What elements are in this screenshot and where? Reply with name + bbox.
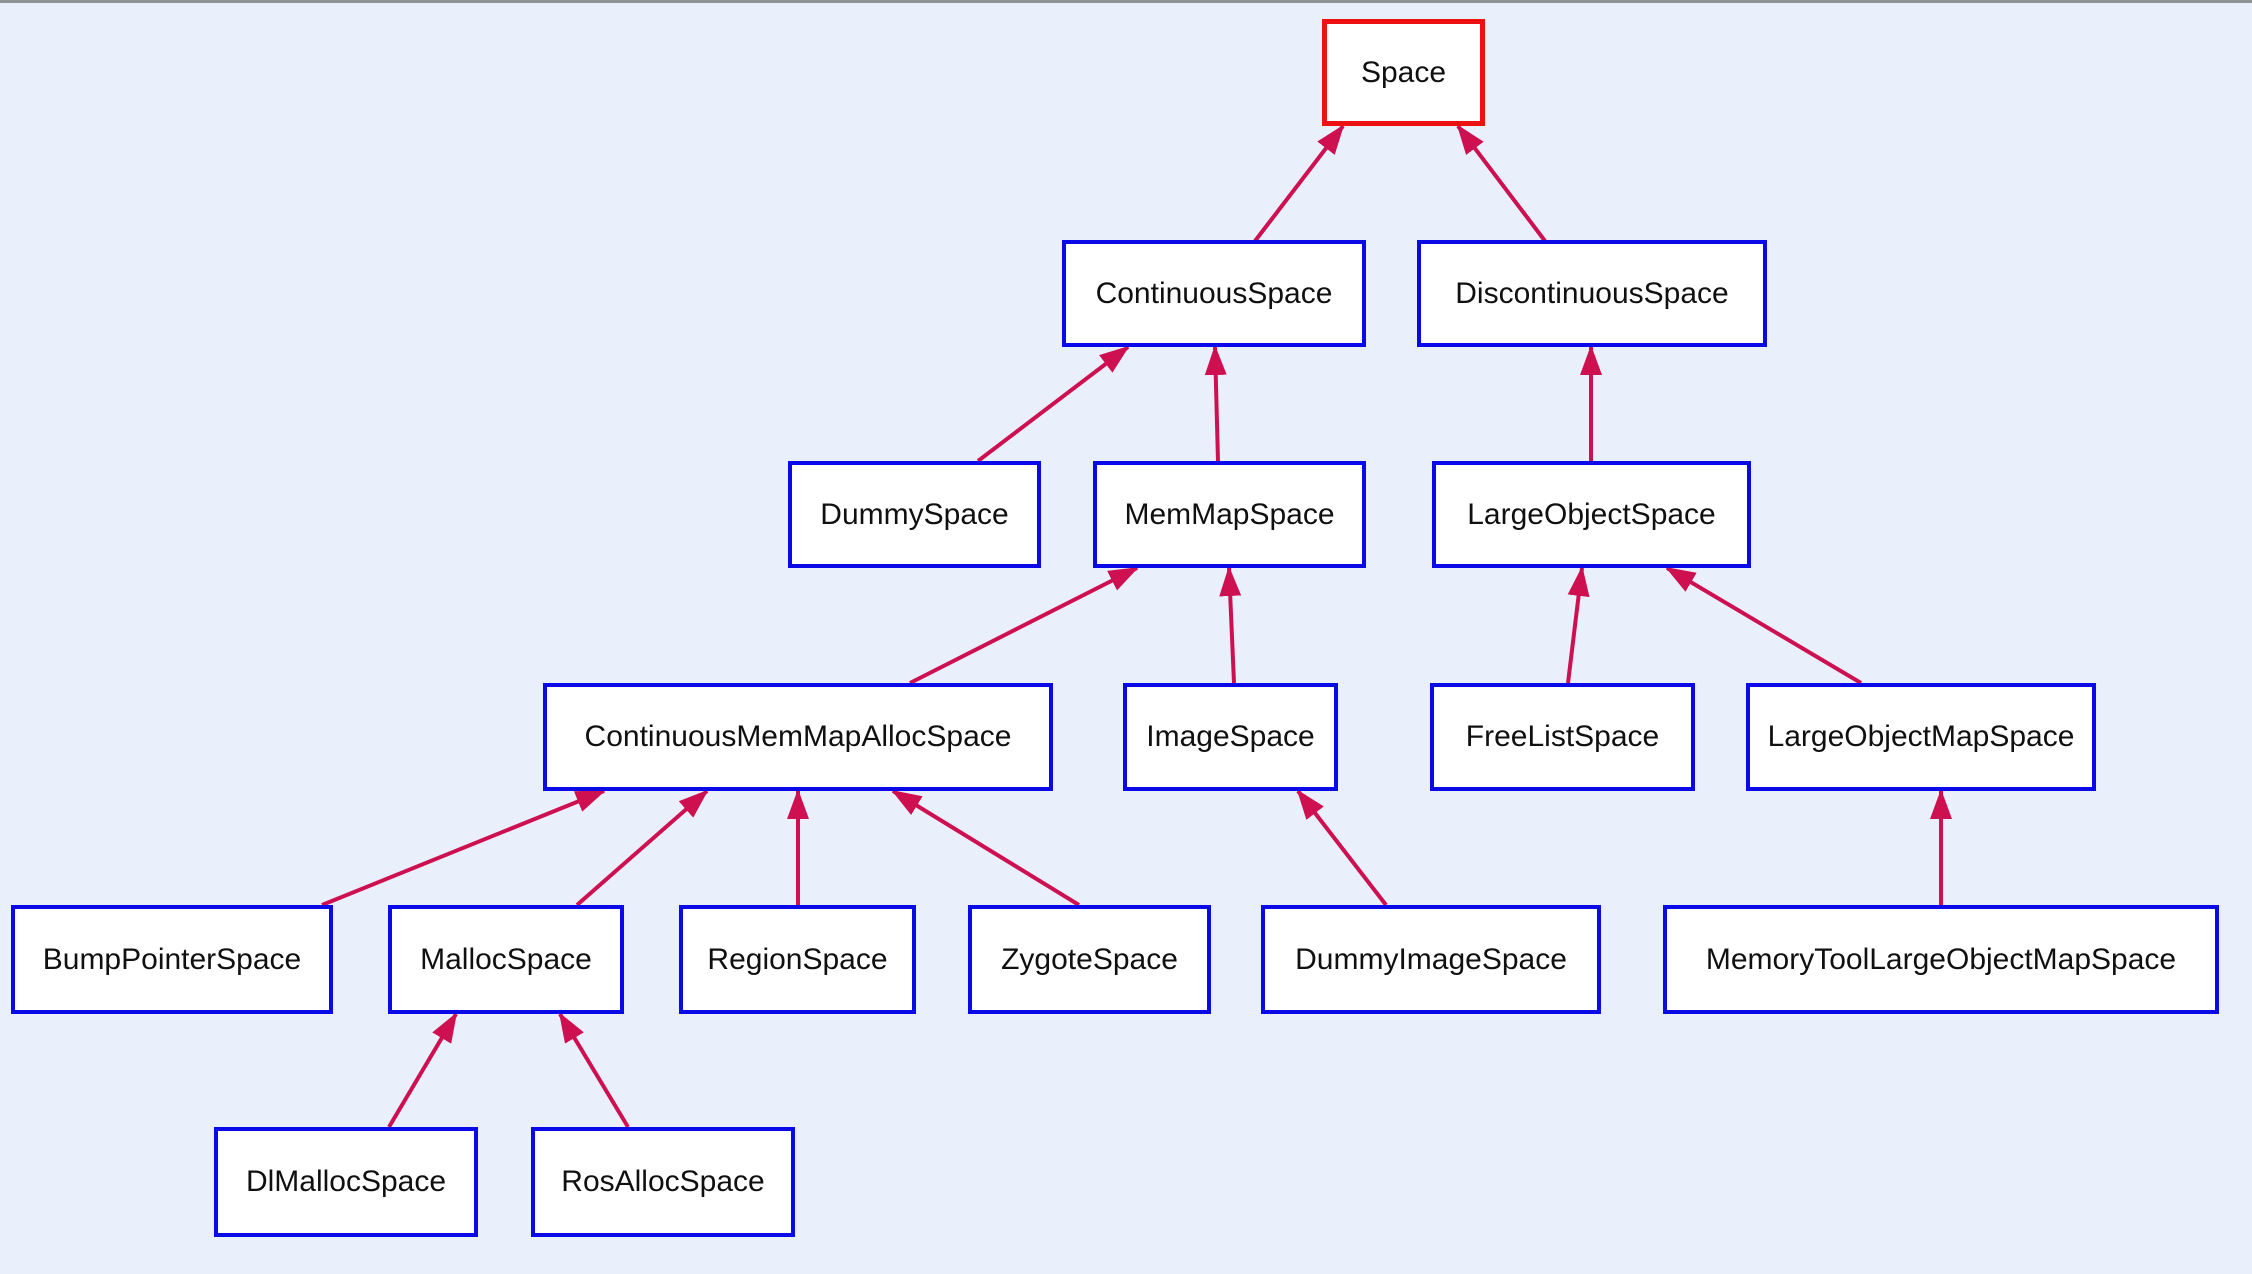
inheritance-edge-free-list-space-to-large-object-space <box>1566 566 1590 684</box>
class-node-label: MemoryToolLargeObjectMapSpace <box>1705 942 2177 976</box>
class-node-dummy-image-space[interactable]: DummyImageSpace <box>1261 905 1601 1014</box>
class-node-label: BumpPointerSpace <box>42 942 302 976</box>
class-node-region-space[interactable]: RegionSpace <box>679 905 916 1014</box>
class-node-discontinuous-space[interactable]: DiscontinuousSpace <box>1417 240 1767 347</box>
class-node-label: LargeObjectSpace <box>1467 497 1716 531</box>
class-node-label: MemMapSpace <box>1124 497 1335 531</box>
inheritance-edge-dummy-space-to-continuous-space <box>976 345 1130 463</box>
class-node-label: DummyImageSpace <box>1295 942 1567 976</box>
inheritance-edge-image-space-to-mem-map-space <box>1219 566 1242 684</box>
inheritance-edge-mem-map-space-to-continuous-space <box>1204 345 1227 462</box>
class-node-large-object-map-space[interactable]: LargeObjectMapSpace <box>1746 683 2096 791</box>
inheritance-edge-malloc-space-to-continuous-mem-map-alloc-space <box>575 789 709 907</box>
class-node-free-list-space[interactable]: FreeListSpace <box>1430 683 1695 791</box>
inheritance-edge-continuous-mem-map-alloc-space-to-mem-map-space <box>909 566 1139 685</box>
inheritance-edge-discontinuous-space-to-space <box>1456 124 1547 243</box>
class-node-label: FreeListSpace <box>1465 720 1660 753</box>
inheritance-edge-dummy-image-space-to-image-space <box>1296 789 1388 907</box>
class-node-memory-tool-large-object-map-space[interactable]: MemoryToolLargeObjectMapSpace <box>1663 905 2219 1014</box>
class-node-label: ContinuousMemMapAllocSpace <box>584 720 1012 753</box>
class-node-label: ContinuousSpace <box>1095 276 1333 310</box>
class-node-bump-pointer-space[interactable]: BumpPointerSpace <box>11 905 333 1014</box>
class-node-ros-alloc-space[interactable]: RosAllocSpace <box>531 1127 795 1237</box>
inheritance-edge-continuous-space-to-space <box>1253 124 1345 243</box>
class-node-mem-map-space[interactable]: MemMapSpace <box>1093 461 1366 568</box>
class-node-label: Space <box>1360 55 1447 89</box>
class-node-image-space[interactable]: ImageSpace <box>1123 683 1338 791</box>
class-node-label: ImageSpace <box>1146 720 1315 753</box>
class-node-large-object-space[interactable]: LargeObjectSpace <box>1432 461 1751 568</box>
window-top-edge <box>0 0 2252 3</box>
class-node-space[interactable]: Space <box>1322 19 1485 126</box>
class-node-continuous-space[interactable]: ContinuousSpace <box>1062 240 1366 347</box>
inheritance-edge-ros-alloc-space-to-malloc-space <box>558 1012 630 1129</box>
inheritance-edge-dl-malloc-space-to-malloc-space <box>387 1012 458 1129</box>
inheritance-edge-zygote-space-to-continuous-mem-map-alloc-space <box>891 789 1081 907</box>
class-node-label: DlMallocSpace <box>245 1165 447 1198</box>
class-node-label: RegionSpace <box>707 942 888 976</box>
class-node-label: RosAllocSpace <box>561 1165 765 1198</box>
class-node-label: DummySpace <box>820 497 1009 531</box>
class-node-malloc-space[interactable]: MallocSpace <box>388 905 624 1014</box>
class-node-label: LargeObjectMapSpace <box>1767 720 2075 753</box>
class-node-label: DiscontinuousSpace <box>1455 276 1729 310</box>
inheritance-edge-bump-pointer-space-to-continuous-mem-map-alloc-space <box>321 789 606 907</box>
class-node-dummy-space[interactable]: DummySpace <box>788 461 1041 568</box>
class-node-label: ZygoteSpace <box>1001 942 1178 976</box>
class-node-label: MallocSpace <box>420 942 592 976</box>
class-node-continuous-mem-map-alloc-space[interactable]: ContinuousMemMapAllocSpace <box>543 683 1053 791</box>
class-node-zygote-space[interactable]: ZygoteSpace <box>968 905 1211 1014</box>
inheritance-edge-large-object-map-space-to-large-object-space <box>1665 566 1863 685</box>
class-node-dl-malloc-space[interactable]: DlMallocSpace <box>214 1127 478 1237</box>
